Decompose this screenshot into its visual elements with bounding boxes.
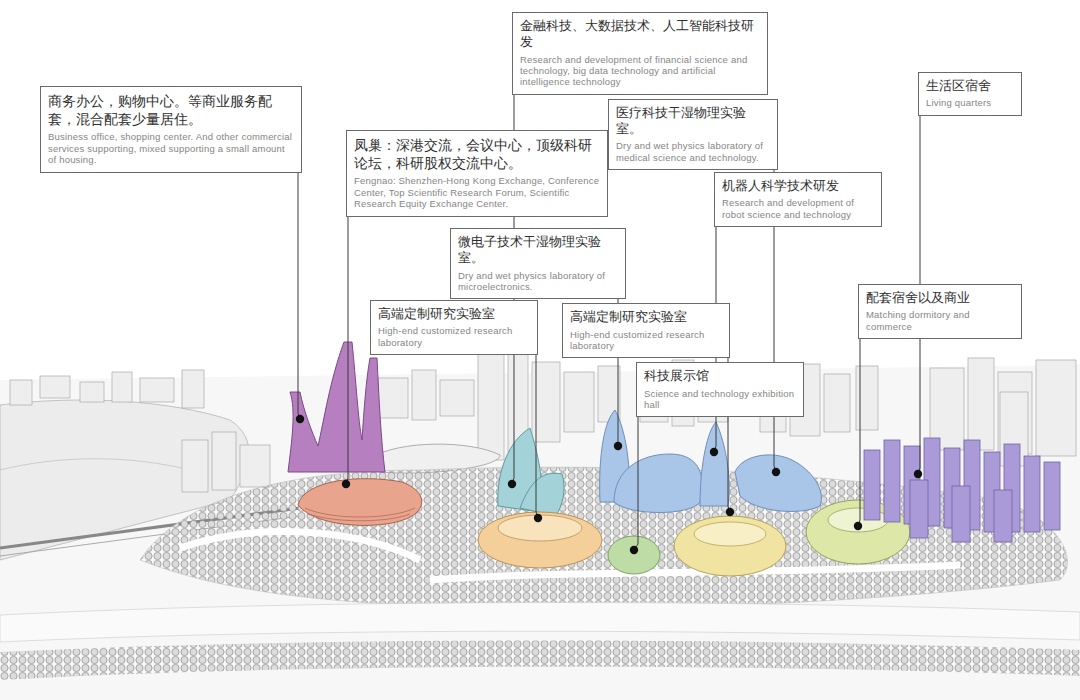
callout-box: 商务办公，购物中心。等商业服务配套，混合配套少量居住。Business offi… <box>40 86 302 173</box>
leader-dot <box>630 546 638 554</box>
callout-box: 科技展示馆 Science and technology exhibition h… <box>636 362 804 417</box>
leader-dot <box>534 514 542 522</box>
callout-heading: 微电子技术干湿物理实验室。 <box>458 234 618 267</box>
leader-dot <box>726 508 734 516</box>
callout-body: Matching dormitory and commerce <box>866 309 1014 332</box>
callout-heading: 金融科技、大数据技术、人工智能科技研发 <box>520 18 760 51</box>
callout-box: 机器人科学技术研发 Research and development of rob… <box>714 172 882 227</box>
callout-box: 凤巢：深港交流，会议中心，顶级科研论坛，科研股权交流中心。Fengnao: Sh… <box>346 130 608 217</box>
leader-line <box>346 216 348 484</box>
leader-dot <box>296 415 304 423</box>
callout-heading: 凤巢：深港交流，会议中心，顶级科研论坛，科研股权交流中心。 <box>354 136 600 172</box>
callout-box: 金融科技、大数据技术、人工智能科技研发Research and developm… <box>512 12 768 95</box>
callout-body: Dry and wet physics laboratory of microe… <box>458 270 618 293</box>
callout-body: Business office, shopping center. And ot… <box>48 131 294 165</box>
callout-box: 配套宿舍以及商业 Matching dormitory and commerce <box>858 284 1022 339</box>
leader-dot <box>508 480 516 488</box>
leader-line <box>536 354 538 518</box>
leader-dot <box>772 468 780 476</box>
callout-body: High-end customized research laboratory <box>378 325 530 348</box>
callout-heading: 机器人科学技术研发 <box>722 178 874 194</box>
callout-box: 高端定制研究实验室 High-end customized research la… <box>370 300 538 355</box>
callout-heading: 科技展示馆 <box>644 368 796 384</box>
leader-dot <box>914 470 922 478</box>
leader-dot <box>342 480 350 488</box>
callout-heading: 医疗科技干湿物理实验室。 <box>616 105 770 138</box>
callout-body: Research and development of financial sc… <box>520 54 760 88</box>
callout-body: Living quarters <box>926 97 1014 108</box>
callout-heading: 高端定制研究实验室 <box>570 309 722 325</box>
leader-dot <box>854 522 862 530</box>
callout-body: Dry and wet physics laboratory of medica… <box>616 140 770 163</box>
callout-box: 生活区宿舍 Living quarters <box>918 72 1022 116</box>
callout-box: 高端定制研究实验室 High-end customized research la… <box>562 303 730 358</box>
leader-dot <box>614 442 622 450</box>
leader-line <box>858 338 860 526</box>
callout-box: 医疗科技干湿物理实验室。Dry and wet physics laborato… <box>608 99 778 170</box>
leader-dot <box>710 448 718 456</box>
callout-heading: 高端定制研究实验室 <box>378 306 530 322</box>
callout-body: Fengnao: Shenzhen-Hong Kong Exchange, Co… <box>354 175 600 209</box>
callout-body: Science and technology exhibition hall <box>644 388 796 411</box>
callout-box: 微电子技术干湿物理实验室。 Dry and wet physics laborat… <box>450 228 626 299</box>
callout-heading: 商务办公，购物中心。等商业服务配套，混合配套少量居住。 <box>48 92 294 128</box>
leader-line <box>634 416 638 550</box>
callout-body: Research and development of robot scienc… <box>722 197 874 220</box>
callout-heading: 配套宿舍以及商业 <box>866 290 1014 306</box>
callout-body: High-end customized research laboratory <box>570 329 722 352</box>
leader-line <box>298 172 300 419</box>
callout-heading: 生活区宿舍 <box>926 78 1014 94</box>
